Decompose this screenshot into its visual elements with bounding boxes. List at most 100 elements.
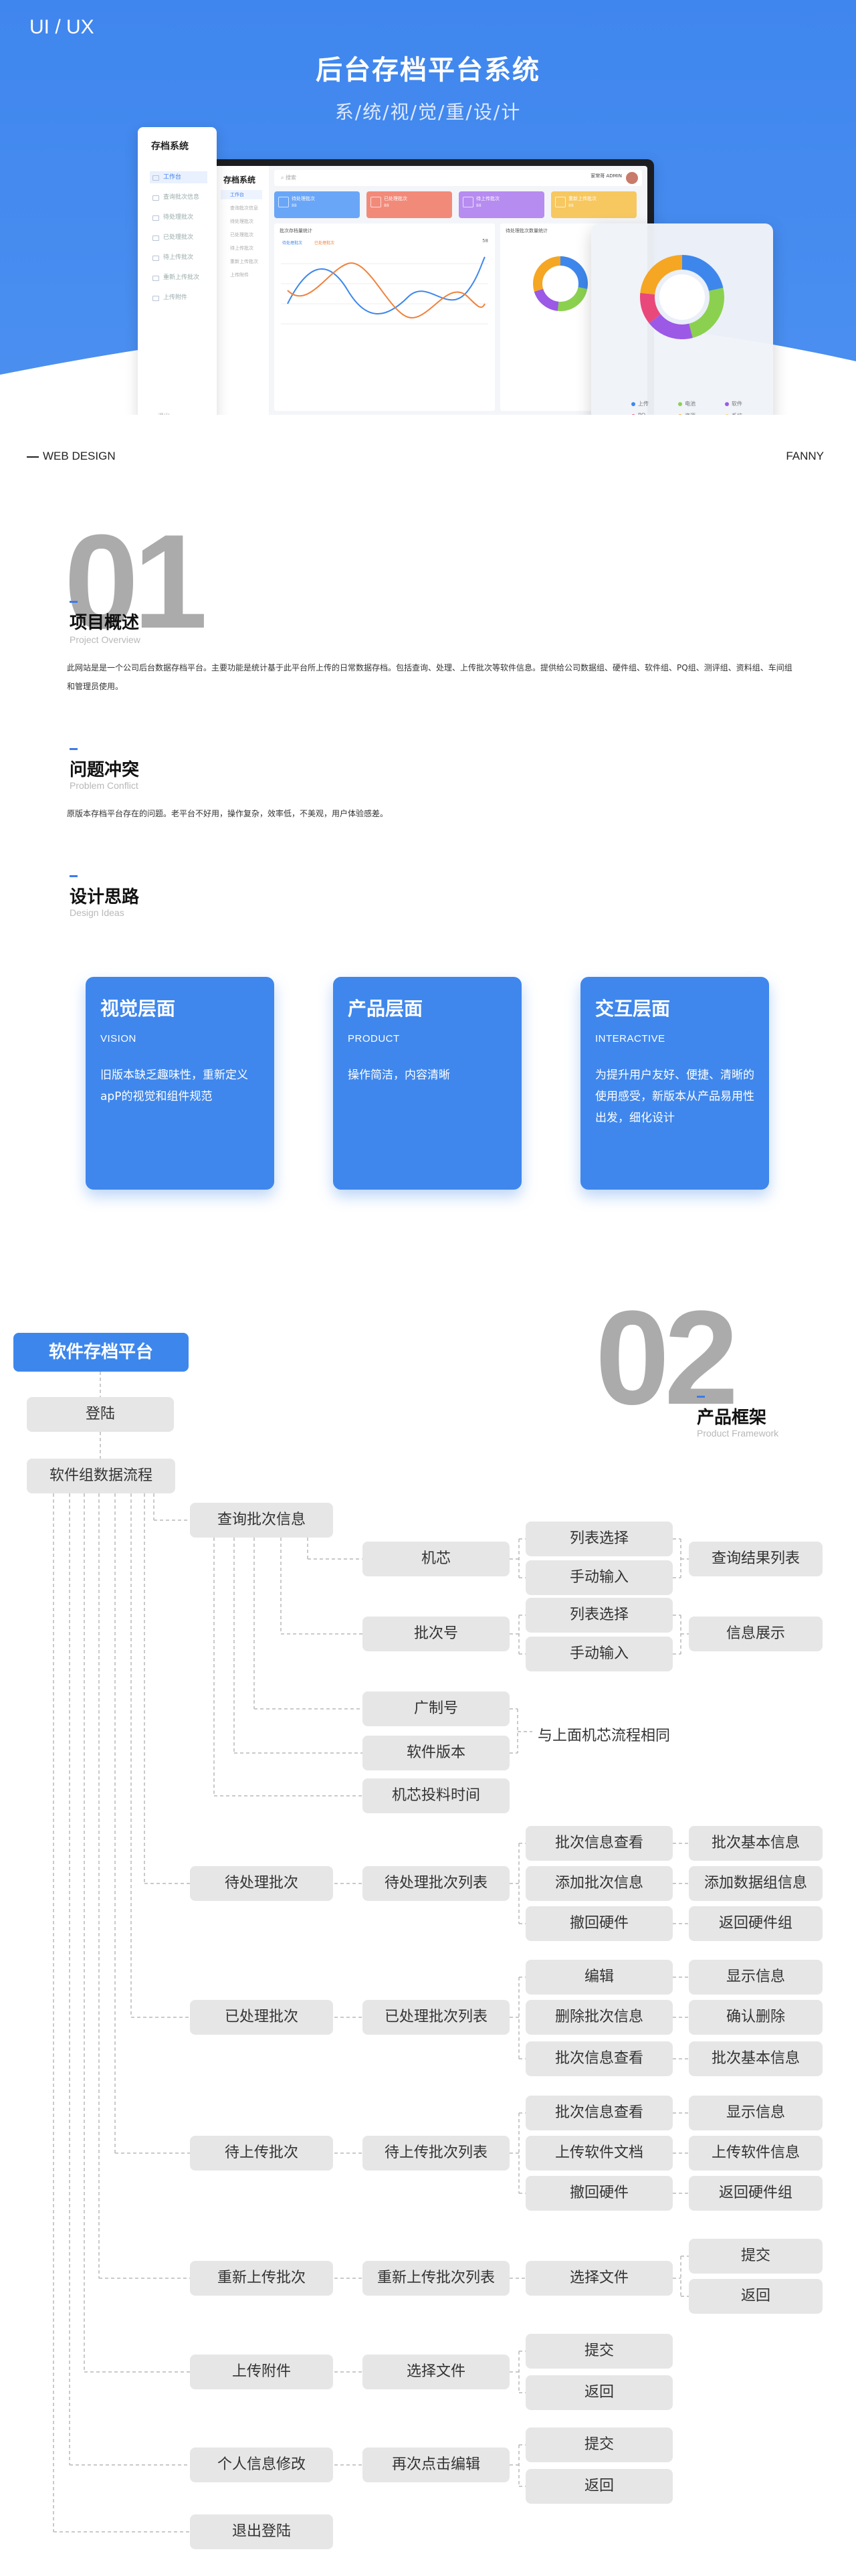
node-back[interactable]: 返回 <box>526 2375 673 2410</box>
node-show-info[interactable]: 显示信息 <box>689 1960 823 1995</box>
node-submit[interactable]: 提交 <box>526 2427 673 2462</box>
idea-card-interactive: 交互层面 INTERACTIVE 为提升用户友好、便捷、清晰的使用感受，新版本从… <box>580 977 769 1190</box>
node-revoke-hw[interactable]: 撤回硬件 <box>526 2176 673 2211</box>
search-input[interactable]: ⌕ 搜索 <box>281 175 297 181</box>
node-return-hw[interactable]: 返回硬件组 <box>689 1906 823 1941</box>
side-menu-item[interactable]: 工作台 <box>150 171 207 183</box>
node-processed-list[interactable]: 已处理批次列表 <box>362 2000 510 2035</box>
node-choose-file[interactable]: 选择文件 <box>362 2355 510 2389</box>
node-submit[interactable]: 提交 <box>689 2239 823 2274</box>
node-factory-no[interactable]: 广制号 <box>362 1691 510 1726</box>
side-menu-item[interactable]: 已处理批次 <box>150 232 207 244</box>
idea-title: 交互层面 <box>595 998 671 1020</box>
app-menu-item[interactable]: 查询批次信息 <box>230 205 258 211</box>
node-confirm-delete[interactable]: 确认删除 <box>689 2000 823 2035</box>
node-chip-time[interactable]: 机芯投料时间 <box>362 1778 510 1813</box>
node-return-hw[interactable]: 返回硬件组 <box>689 2176 823 2211</box>
line-chart <box>281 256 488 325</box>
node-edit[interactable]: 编辑 <box>526 1960 673 1995</box>
side-title: 存档系统 <box>151 141 189 152</box>
avatar[interactable] <box>626 172 638 184</box>
idea-desc: 为提升用户友好、便捷、清晰的使用感受，新版本从产品易用性出发，细化设计 <box>595 1069 754 1125</box>
node-logout[interactable]: 退出登陆 <box>190 2514 333 2549</box>
node-back[interactable]: 返回 <box>689 2279 823 2314</box>
node-upload-info[interactable]: 上传软件信息 <box>689 2136 823 2171</box>
node-pending-list[interactable]: 待处理批次列表 <box>362 1866 510 1901</box>
node-batch-no[interactable]: 批次号 <box>362 1617 510 1651</box>
idea-title: 产品层面 <box>348 998 423 1020</box>
node-manual-input[interactable]: 手动输入 <box>526 1637 673 1671</box>
app-menu-item[interactable]: 工作台 <box>221 190 262 199</box>
node-query-result[interactable]: 查询结果列表 <box>689 1542 823 1576</box>
node-manual-input[interactable]: 手动输入 <box>526 1560 673 1595</box>
hero-section: UI / UX 后台存档平台系统 系/统/视/觉/重/设/计 存档系统 工作台 … <box>0 0 856 415</box>
side-menu-item[interactable]: 上传附件 <box>150 292 207 304</box>
root-node[interactable]: 软件存档平台 <box>13 1333 189 1372</box>
ideas-title: 设计思路 <box>70 875 139 908</box>
node-flow[interactable]: 软件组数据流程 <box>27 1459 175 1493</box>
node-query[interactable]: 查询批次信息 <box>190 1503 333 1538</box>
app-menu-item[interactable]: 待处理批次 <box>230 219 253 224</box>
app-topbar: ⌕ 搜索 家常哥 ADMIN <box>274 170 642 186</box>
same-flow-note: 与上面机芯流程相同 <box>538 1728 671 1744</box>
node-delete-batch[interactable]: 删除批次信息 <box>526 2000 673 2035</box>
side-menu-item[interactable]: 查询批次信息 <box>150 191 207 203</box>
node-list-select[interactable]: 列表选择 <box>526 1598 673 1633</box>
user-label: 家常哥 ADMIN <box>591 173 622 179</box>
node-back[interactable]: 返回 <box>526 2469 673 2504</box>
node-view-batch[interactable]: 批次信息查看 <box>526 1826 673 1861</box>
node-list-select[interactable]: 列表选择 <box>526 1522 673 1556</box>
idea-title: 视觉层面 <box>100 998 176 1020</box>
node-pending[interactable]: 待处理批次 <box>190 1866 333 1901</box>
node-reupload[interactable]: 重新上传批次 <box>190 2261 333 2296</box>
side-menu-item[interactable]: 待上传批次 <box>150 252 207 264</box>
node-revoke-hw[interactable]: 撤回硬件 <box>526 1906 673 1941</box>
node-reupload-list[interactable]: 重新上传批次列表 <box>362 2261 510 2296</box>
panel-title: 待处理批次数量统计 <box>506 228 548 234</box>
hero-tag: UI / UX <box>29 16 94 38</box>
node-add-batch[interactable]: 添加批次信息 <box>526 1866 673 1901</box>
node-software-ver[interactable]: 软件版本 <box>362 1736 510 1770</box>
node-attach[interactable]: 上传附件 <box>190 2355 333 2389</box>
node-to-upload-list[interactable]: 待上传批次列表 <box>362 2136 510 2171</box>
app-menu-item[interactable]: 已处理批次 <box>230 232 253 238</box>
node-show-info[interactable]: 显示信息 <box>689 2096 823 2130</box>
node-processed[interactable]: 已处理批次 <box>190 2000 333 2035</box>
node-submit[interactable]: 提交 <box>526 2334 673 2369</box>
web-design-label: WEB DESIGN <box>27 450 116 463</box>
section-number: 02 <box>595 1283 738 1433</box>
node-profile[interactable]: 个人信息修改 <box>190 2448 333 2482</box>
node-view-batch[interactable]: 批次信息查看 <box>526 2041 673 2076</box>
overview-title-en: Project Overview <box>70 634 140 645</box>
node-chip[interactable]: 机芯 <box>362 1542 510 1576</box>
side-exit[interactable]: 退出 <box>158 411 170 415</box>
node-view-batch[interactable]: 批次信息查看 <box>526 2096 673 2130</box>
donut-legend-item: 软件 <box>725 400 742 407</box>
app-menu-item[interactable]: 重新上传批次 <box>230 259 258 264</box>
tile-label: 重新上传批次 <box>568 196 597 201</box>
framework-title-en: Product Framework <box>697 1428 779 1439</box>
app-menu-item[interactable]: 上传附件 <box>230 272 249 278</box>
node-batch-basic[interactable]: 批次基本信息 <box>689 2041 823 2076</box>
problem-title-en: Problem Conflict <box>70 780 138 791</box>
node-info-show[interactable]: 信息展示 <box>689 1617 823 1651</box>
node-edit-again[interactable]: 再次点击编辑 <box>362 2448 510 2482</box>
app-menu-item[interactable]: 待上传批次 <box>230 246 253 251</box>
node-to-upload[interactable]: 待上传批次 <box>190 2136 333 2171</box>
donut-legend-item: 上传 <box>631 400 649 407</box>
side-menu-item[interactable]: 重新上传批次 <box>150 272 207 284</box>
sidebar-mockup: 存档系统 工作台 查询批次信息 待处理批次 已处理批次 待上传批次 重新上传批次… <box>138 127 217 415</box>
node-choose-file[interactable]: 选择文件 <box>526 2261 673 2296</box>
node-upload-doc[interactable]: 上传软件文档 <box>526 2136 673 2171</box>
node-login[interactable]: 登陆 <box>27 1397 174 1432</box>
idea-title-en: PRODUCT <box>348 1033 400 1044</box>
side-menu-item[interactable]: 待处理批次 <box>150 211 207 223</box>
overview-text: 此网站是是一个公司后台数据存档平台。主要功能是统计基于此平台所上传的日常数据存档… <box>67 663 792 691</box>
node-batch-basic[interactable]: 批次基本信息 <box>689 1826 823 1861</box>
tile-num: 88 <box>476 203 481 208</box>
node-add-data-group[interactable]: 添加数据组信息 <box>689 1866 823 1901</box>
